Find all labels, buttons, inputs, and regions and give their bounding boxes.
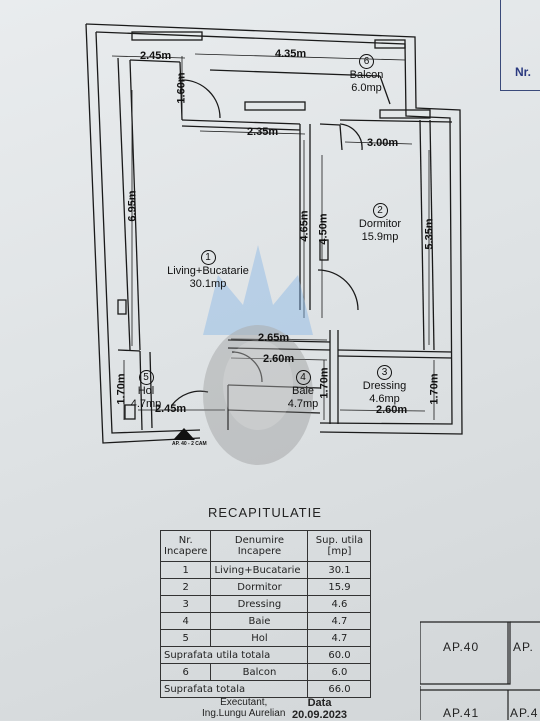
room-number: 6 [359, 54, 374, 69]
total-label: Suprafata totala [159, 680, 309, 698]
row-nr: 2 [159, 578, 212, 596]
row-name: Living+Bucatarie [210, 561, 309, 579]
room-label-living: 1 Living+Bucatarie 30.1mp [158, 250, 258, 291]
recap-title: RECAPITULATIE [208, 505, 322, 520]
watermark-logo-icon [203, 245, 313, 465]
apartment-label-40: AP.40 [443, 640, 480, 654]
row-area: 15.9 [307, 578, 372, 596]
total-useful-value: 60.0 [307, 646, 372, 664]
table-row-total: Suprafata totala 66.0 [159, 680, 372, 698]
table-row: 6 Balcon 6.0 [159, 663, 372, 681]
dim-label: 4.35m [275, 48, 307, 60]
dim-label: 1.60m [175, 72, 188, 104]
apartment-label-41: AP.41 [443, 706, 480, 720]
executant-name: Ing.Lungu Aurelian [202, 708, 286, 719]
room-area: 15.9mp [361, 231, 399, 243]
floor-plan-drawing [85, 23, 463, 444]
header-name: Denumire Incapere [210, 530, 309, 562]
table-row: 2 Dormitor 15.9 [159, 578, 372, 596]
row-nr: 5 [159, 629, 212, 647]
room-area: 4.6mp [369, 393, 400, 405]
room-label-hol: 5 Hol 4.7mp [126, 370, 166, 411]
apartment-label: AP. [513, 640, 534, 654]
row-area: 6.0 [307, 663, 372, 681]
room-name: Balcon [349, 69, 384, 81]
row-name: Dormitor [210, 578, 309, 596]
dim-label: 2.45m [140, 50, 172, 62]
room-name: Baie [291, 385, 315, 397]
title-block-corner: Nr. [500, 0, 540, 91]
table-row: 5 Hol 4.7 [159, 629, 372, 647]
row-nr: 3 [159, 595, 212, 613]
room-label-baie: 4 Baie 4.7mp [278, 370, 328, 411]
table-row: 4 Baie 4.7 [159, 612, 372, 630]
total-value: 66.0 [307, 680, 372, 698]
entrance-label: AP. 40 - 2 CAM [172, 441, 207, 447]
table-header-row: Nr. Incapere Denumire Incapere Sup. util… [159, 530, 372, 562]
dim-label: 2.60m [376, 404, 408, 416]
row-name: Dressing [210, 595, 309, 613]
row-nr: 4 [159, 612, 212, 630]
header-nr: Nr. Incapere [159, 530, 212, 562]
room-area: 4.7mp [130, 398, 162, 410]
dim-label: 4.65m [298, 210, 311, 242]
room-label-balcon: 6 Balcon 6.0mp [334, 54, 399, 95]
row-area: 4.6 [307, 595, 372, 613]
date-label: Data [307, 697, 332, 709]
room-label-dressing: 3 Dressing 4.6mp [352, 365, 417, 406]
row-area: 4.7 [307, 612, 372, 630]
dim-label: 6.95m [126, 190, 139, 222]
row-nr: 1 [159, 561, 212, 579]
room-number: 3 [377, 365, 392, 380]
header-area: Sup. utila [mp] [307, 530, 372, 562]
room-number: 2 [372, 203, 388, 218]
executant-label: Executant, [220, 697, 268, 708]
room-name: Hol [137, 385, 155, 397]
executant-block: Executant, Ing.Lungu Aurelian [202, 697, 285, 719]
table-row-total-useful: Suprafata utila totala 60.0 [159, 646, 372, 664]
row-area: 4.7 [307, 629, 372, 647]
room-name: Dressing [362, 380, 407, 392]
title-block-nr-label: Nr. [515, 65, 532, 79]
apartment-label: AP.4 [510, 706, 539, 720]
dim-label: 2.65m [258, 332, 290, 344]
room-number: 4 [295, 370, 311, 385]
dim-label: 2.35m [247, 126, 279, 138]
room-area: 6.0mp [351, 82, 382, 94]
table-row: 3 Dressing 4.6 [159, 595, 372, 613]
date-value: 20.09.2023 [292, 709, 348, 721]
table-row: 1 Living+Bucatarie 30.1 [159, 561, 372, 579]
room-name: Living+Bucatarie [167, 265, 249, 277]
row-name: Balcon [210, 663, 309, 681]
building-plan-drawing [420, 621, 540, 720]
room-area: 4.7mp [287, 398, 319, 410]
dim-label: 5.35m [423, 218, 436, 250]
row-name: Baie [210, 612, 309, 630]
dim-label: 3.00m [367, 137, 399, 149]
row-name: Hol [210, 629, 309, 647]
dim-label: 4.50m [317, 213, 330, 245]
room-number: 5 [138, 370, 154, 385]
total-useful-label: Suprafata utila totala [159, 646, 309, 664]
room-name: Dormitor [358, 218, 402, 230]
room-area: 30.1mp [189, 278, 227, 290]
dim-label: 1.70m [428, 373, 441, 405]
dim-label: 2.45m [155, 403, 187, 415]
room-number: 1 [200, 250, 216, 265]
recap-table: Nr. Incapere Denumire Incapere Sup. util… [159, 530, 372, 698]
row-nr: 6 [159, 663, 212, 681]
row-area: 30.1 [307, 561, 372, 579]
dim-label: 2.60m [263, 353, 295, 365]
date-block: Data 20.09.2023 [292, 697, 347, 721]
room-label-dormitor: 2 Dormitor 15.9mp [345, 203, 415, 244]
